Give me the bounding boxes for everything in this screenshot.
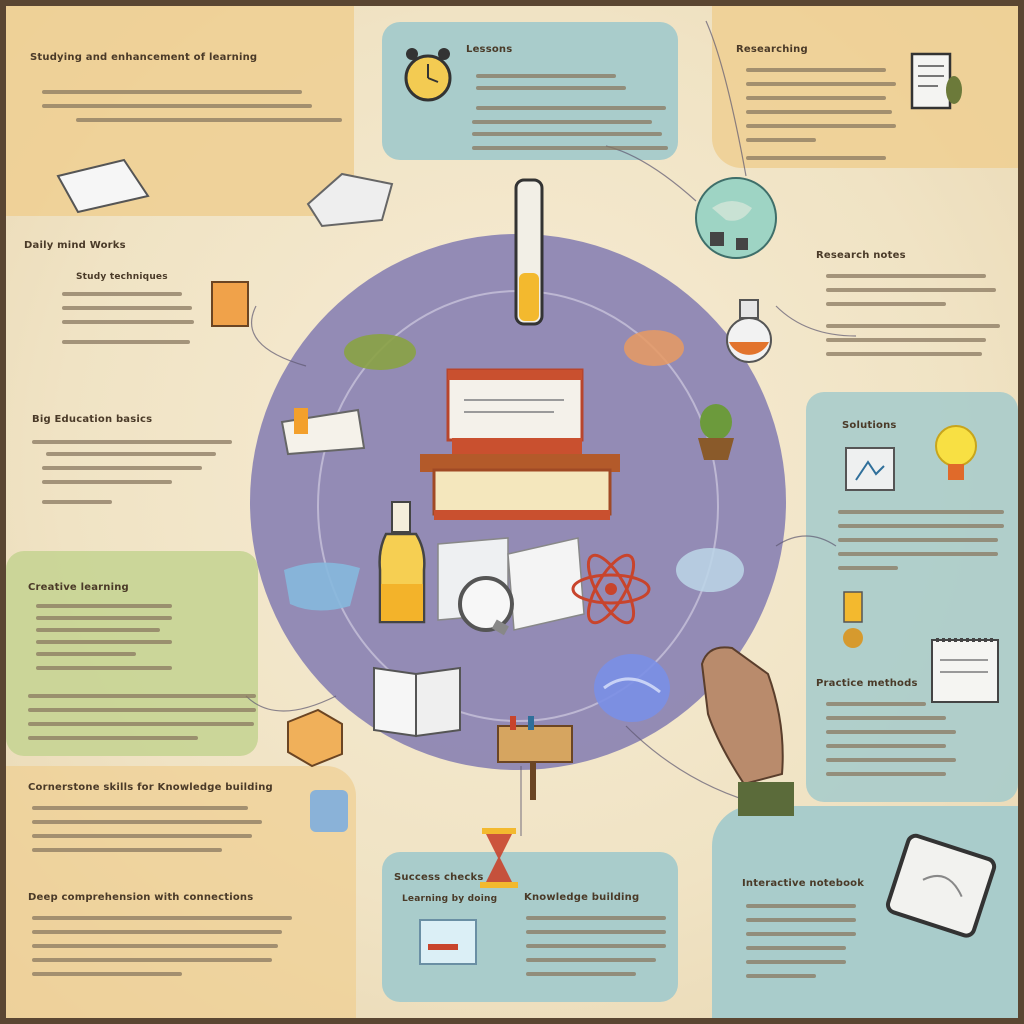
title-right-blue: Solutions — [842, 420, 897, 431]
bottle-icon — [378, 501, 426, 624]
notebook-icon — [931, 638, 999, 703]
connector-top-center — [605, 145, 697, 202]
globe-icon — [695, 177, 777, 259]
open-book-icon — [373, 666, 461, 738]
flask-icon — [726, 299, 772, 363]
title-bottom-left-a: Cornerstone skills for Knowledge buildin… — [28, 782, 273, 793]
letter-icon — [280, 408, 366, 456]
title-bottom-center-c: Knowledge building — [524, 892, 640, 903]
blue-jar-icon — [310, 790, 348, 832]
title-top-center: Lessons — [466, 44, 513, 55]
cube-icon — [287, 708, 343, 768]
leaf-orange-icon — [624, 330, 684, 366]
crumpled-paper-icon — [306, 172, 394, 228]
title-right-bottom-mid: Practice methods — [816, 678, 918, 689]
hourglass-icon — [480, 828, 518, 888]
water-globe-icon — [594, 654, 670, 722]
book-stack-icon — [420, 368, 620, 520]
lightbulb-icon — [935, 425, 977, 480]
connector-top-right — [705, 20, 747, 177]
title-left-mid: Daily mind Works — [24, 240, 126, 251]
hand-icon — [700, 646, 794, 816]
title-bottom-left-b: Deep comprehension with connections — [28, 892, 254, 903]
notepad-icon — [910, 52, 962, 110]
connector-left-lower — [245, 695, 337, 712]
toggle-icon — [843, 591, 863, 648]
connector-left — [251, 305, 307, 367]
title-top-right: Researching — [736, 44, 808, 55]
magnifier-icon — [437, 537, 585, 636]
title-left-lower: Big Education basics — [32, 414, 153, 425]
alarm-clock-icon — [404, 48, 452, 102]
connector-right-mid — [775, 535, 837, 547]
workbench-icon — [497, 716, 573, 800]
easel-icon — [845, 447, 895, 491]
test-tube-icon — [514, 178, 544, 326]
title-bottom-center-a: Success checks — [394, 872, 484, 883]
plant-icon — [698, 404, 734, 460]
cloth-icon — [284, 562, 360, 611]
atom-icon — [571, 553, 651, 625]
connector-right — [775, 305, 857, 337]
title-right-mid: Research notes — [816, 250, 906, 261]
cloud-sketch-icon — [676, 548, 744, 592]
infographic-canvas: Studying and enhancement of learning Les… — [6, 6, 1018, 1018]
title-left-green: Creative learning — [28, 582, 129, 593]
tablet-icon — [885, 833, 997, 938]
orange-box-icon — [211, 281, 249, 327]
title-top-left: Studying and enhancement of learning — [30, 52, 258, 63]
card-icon — [419, 919, 477, 965]
title-bottom-right: Interactive notebook — [742, 878, 865, 889]
title-left-mid-sub: Study techniques — [76, 272, 168, 282]
paper-sheet-icon — [56, 158, 150, 214]
title-bottom-center-b: Learning by doing — [402, 894, 498, 904]
leaf-green-icon — [344, 334, 416, 370]
